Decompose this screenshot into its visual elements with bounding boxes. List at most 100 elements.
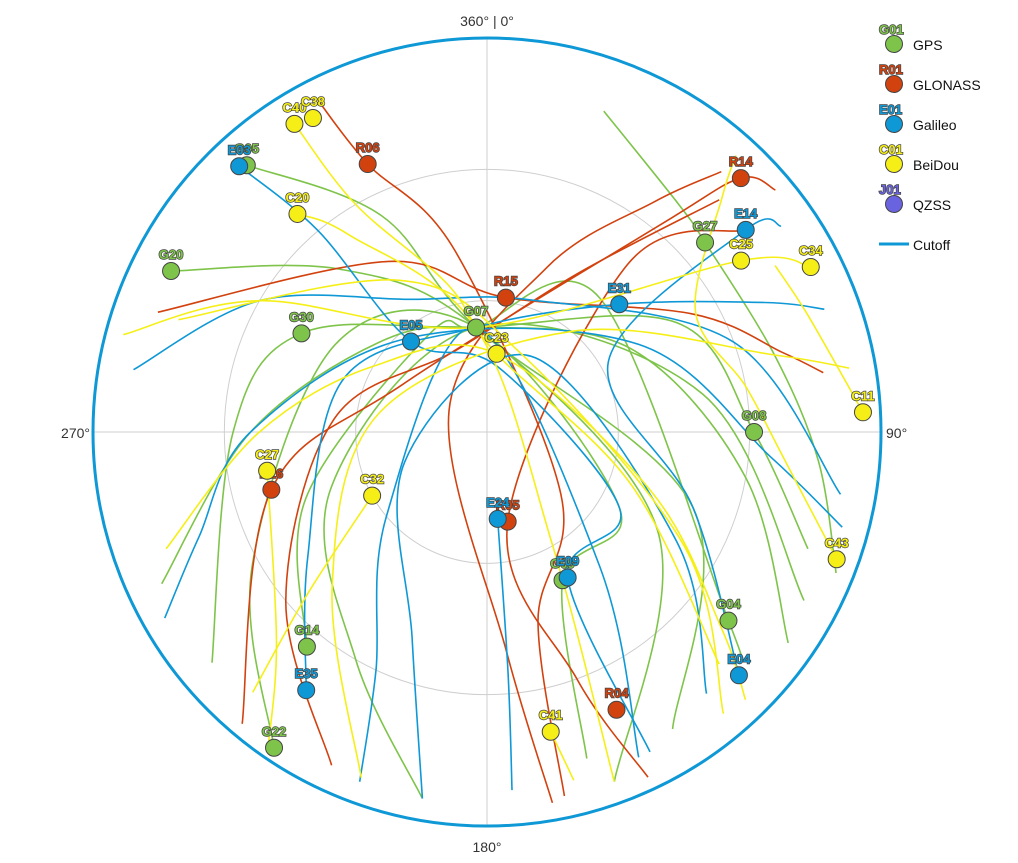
legend-prn-beidou: C01 [879, 142, 903, 157]
track-galileo-18 [133, 294, 842, 495]
satellite-marker-E14[interactable] [736, 220, 755, 239]
satellite-label-R15: R15 [494, 274, 518, 289]
track-beidou-23 [297, 213, 616, 782]
legend-label-glonass: GLONASS [913, 77, 981, 93]
satellite-marker-E04[interactable] [729, 666, 748, 685]
satellite-marker-R04[interactable] [607, 700, 626, 719]
satellite-marker-C25[interactable] [732, 251, 751, 270]
satellite-E31[interactable]: E31 [607, 280, 632, 314]
satellite-label-C20: C20 [286, 190, 310, 205]
satellite-E35[interactable]: E35 [294, 665, 318, 700]
satellite-marker-G22[interactable] [265, 738, 284, 757]
satellite-G20[interactable]: G20 [158, 246, 184, 281]
satellite-marker-G08[interactable] [745, 423, 764, 441]
satellite-C27[interactable]: C27 [254, 446, 280, 480]
satellite-marker-R14[interactable] [731, 169, 750, 188]
satellite-label-E35: E35 [295, 666, 318, 681]
azimuth-label-270: 270° [61, 425, 90, 441]
azimuth-label-0: 360° | 0° [460, 13, 514, 29]
satellite-label-E24: E24 [486, 495, 510, 510]
legend-entry-galileo: E01 Galileo [878, 101, 957, 133]
satellite-marker-G04[interactable] [719, 611, 738, 630]
satellite-C40[interactable]: C40 [282, 99, 307, 133]
satellite-R06[interactable]: R06 [355, 139, 380, 174]
azimuth-label-180: 180° [473, 839, 502, 855]
satellite-marker-C11[interactable] [853, 403, 872, 422]
satellite-marker-C34[interactable] [801, 258, 820, 277]
satellite-marker-E35[interactable] [297, 681, 316, 700]
satellite-marker-C41[interactable] [541, 722, 560, 741]
track-galileo-19 [163, 327, 843, 619]
satellite-C43[interactable]: C43 [824, 535, 849, 569]
satellite-E03[interactable]: E03 [227, 142, 251, 176]
satellite-marker-E09[interactable] [558, 568, 577, 587]
track-galileo-21 [396, 353, 708, 799]
legend-marker-galileo [885, 115, 903, 133]
satellite-G30[interactable]: G30 [288, 309, 314, 343]
azimuth-label-90: 90° [886, 425, 907, 441]
satellite-marker-C43[interactable] [827, 550, 846, 569]
satellite-marker-G07[interactable] [467, 318, 486, 337]
legend-prn-gps: G01 [879, 22, 904, 37]
satellite-marker-G20[interactable] [162, 262, 181, 281]
legend-entry-cutoff: Cutoff [879, 237, 950, 253]
legend-marker-glonass [885, 75, 903, 93]
satellite-label-C25: C25 [729, 237, 753, 252]
satellite-marker-G27[interactable] [696, 233, 715, 252]
satellite-G08[interactable]: G08 [741, 407, 767, 441]
satellite-G04[interactable]: G04 [715, 596, 742, 630]
satellite-marker-C32[interactable] [363, 486, 382, 505]
satellite-marker-R15[interactable] [496, 288, 515, 307]
satellite-E09[interactable]: E09 [555, 553, 580, 587]
satellite-marker-C20[interactable] [288, 204, 307, 223]
satellite-R04[interactable]: R04 [604, 685, 630, 719]
satellite-label-C41: C41 [539, 708, 563, 723]
cutoff-line [91, 36, 883, 828]
satellite-marker-C40[interactable] [285, 114, 304, 133]
satellite-label-G09: G09 [550, 556, 575, 571]
satellite-marker-R06[interactable] [358, 155, 377, 174]
satellite-C23[interactable]: C23 [484, 329, 509, 363]
track-beidou-26 [266, 470, 278, 745]
track-beidou-28 [694, 155, 838, 560]
satellite-marker-E05[interactable] [402, 332, 421, 351]
legend-label-cutoff: Cutoff [913, 237, 950, 253]
satellite-marker-E03[interactable] [230, 157, 249, 176]
track-beidou-32 [331, 328, 850, 778]
satellite-marker-E31[interactable] [610, 295, 629, 314]
legend-prn-galileo: E01 [879, 102, 902, 117]
satellite-R14[interactable]: R14 [728, 153, 754, 188]
satellite-E14[interactable]: E14 [733, 205, 759, 239]
track-gps-5 [603, 110, 837, 574]
satellite-R15[interactable]: R15 [493, 273, 519, 307]
satellite-marker-C38[interactable] [303, 109, 322, 128]
satellite-marker-G14[interactable] [297, 637, 316, 656]
satellite-marker-G30[interactable] [292, 324, 311, 343]
satellite-label-G08: G08 [742, 408, 767, 423]
satellite-marker-E24[interactable] [488, 509, 507, 528]
satellite-label-G07: G07 [464, 304, 489, 319]
satellite-marker-R16[interactable] [262, 480, 281, 499]
satellite-label-E14: E14 [734, 206, 758, 221]
satellite-G22[interactable]: G22 [261, 723, 287, 757]
satellite-C11[interactable]: C11 [851, 388, 875, 422]
satellite-E04[interactable]: E04 [727, 651, 752, 685]
legend-entry-gps: G01 GPS [878, 21, 943, 53]
satellite-G14[interactable]: G14 [294, 622, 321, 656]
satellite-G27[interactable]: G27 [692, 218, 718, 252]
satellite-C41[interactable]: C41 [538, 707, 563, 741]
satellite-marker-C23[interactable] [487, 344, 506, 363]
satellite-label-R06: R06 [356, 140, 380, 155]
satellite-C20[interactable]: C20 [285, 189, 310, 223]
satellite-G07[interactable]: G07 [463, 303, 489, 337]
satellite-C32[interactable]: C32 [360, 471, 385, 505]
satellite-marker-C27[interactable] [258, 461, 277, 480]
satellite-label-R05: R05 [496, 498, 520, 513]
track-galileo-14 [238, 165, 651, 753]
legend-prn-glonass: R01 [879, 62, 903, 77]
satellite-E24[interactable]: E24 [485, 494, 511, 528]
satellite-C25[interactable]: C25 [728, 236, 754, 270]
satellite-C34[interactable]: C34 [798, 242, 824, 277]
satellite-C38[interactable]: C38 [300, 93, 326, 128]
satellite-E05[interactable]: E05 [399, 317, 423, 351]
